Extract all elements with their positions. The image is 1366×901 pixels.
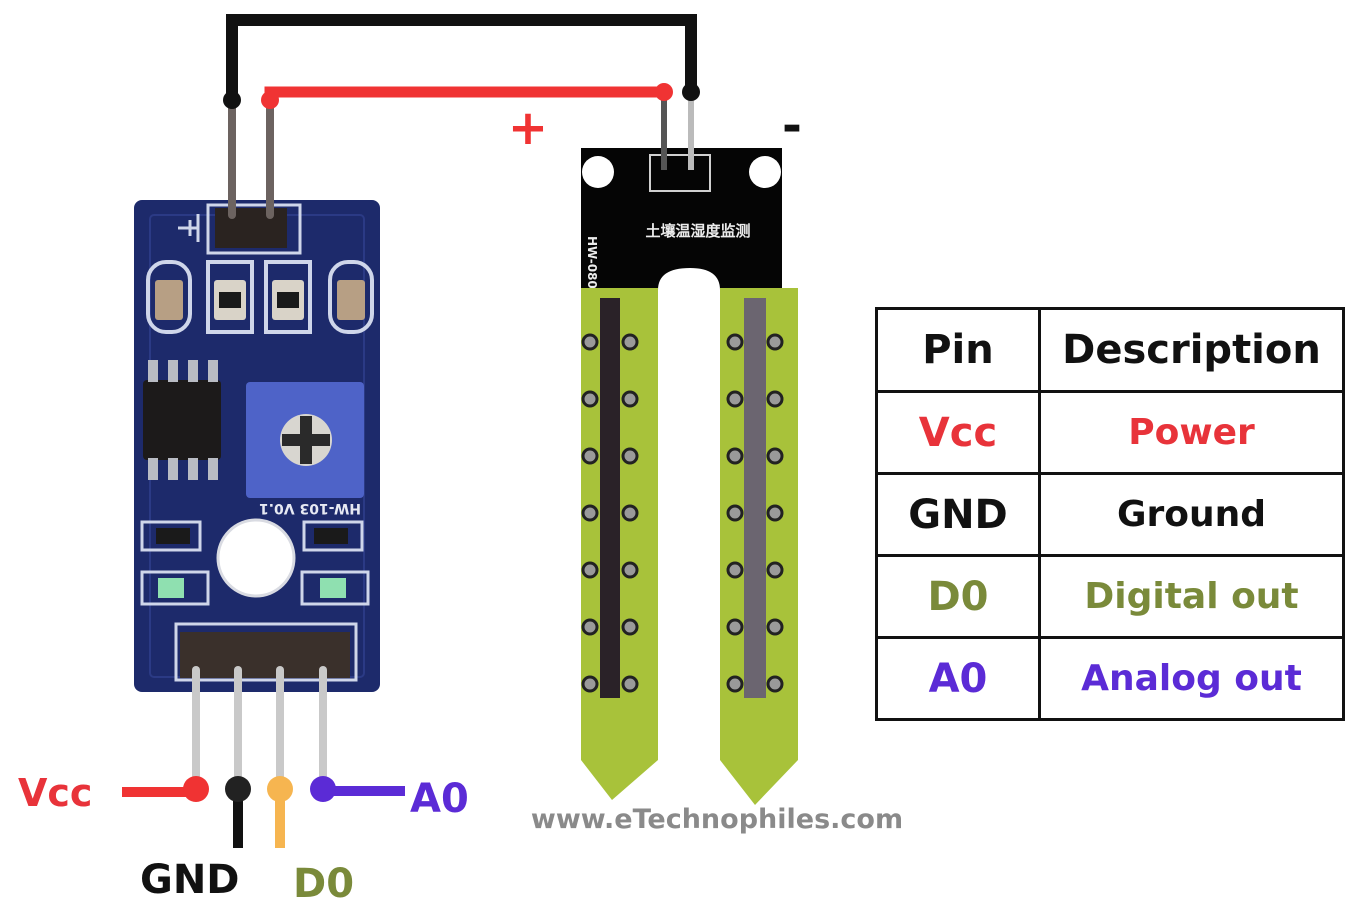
potentiometer[interactable] [246,382,364,498]
table-row: D0 Digital out [875,554,1345,639]
probe-pad [581,504,599,522]
probe-pad [621,561,639,579]
probe-pad [726,561,744,579]
probe-pad [621,675,639,693]
probe-trace-right [744,298,766,698]
probe-pad [726,447,744,465]
probe-pad [621,504,639,522]
probe-chinese-label: 土壤温湿度监测 [645,222,750,240]
resistor-103-a [219,292,241,308]
probe-pad [621,333,639,351]
table-row: A0 Analog out [875,636,1345,721]
probe-pad [766,561,784,579]
do-label: D0 [293,861,354,901]
description-cell: Ground [1038,472,1345,557]
switch-led [158,578,184,598]
probe-pad [726,504,744,522]
top-header-outline [206,203,302,255]
negative-wire [226,14,697,100]
gnd-label: GND [140,857,240,901]
probe-trace-left [600,298,620,698]
header-pin: Pin [875,307,1041,393]
probe-pad [726,333,744,351]
probe-pad [766,333,784,351]
website-watermark: www.eTechnophiles.com [531,804,903,835]
soil-probe: 土壤温湿度监测 HW-080 [581,92,798,805]
table-row: GND Ground [875,472,1345,557]
pin-description-table: Pin Description Vcc Power GND Ground D0 … [875,307,1345,721]
pin-cell: D0 [875,554,1041,639]
probe-pad [581,447,599,465]
probe-pad [581,618,599,636]
probe-model-label: HW-080 [585,236,599,289]
ground-symbol-icon [178,214,200,242]
resistor-102-b [314,528,348,544]
description-cell: Digital out [1038,554,1345,639]
ao-label: A0 [410,776,469,822]
probe-pad [621,618,639,636]
probe-head [581,148,782,290]
smd-row [146,260,374,334]
probe-hole-left [582,156,614,188]
probe-pad [726,675,744,693]
probe-pad [621,447,639,465]
sensor-module: HW-103 V0.1 [134,200,380,692]
probe-pad [581,675,599,693]
table-row: Vcc Power [875,390,1345,475]
pin-cell: A0 [875,636,1041,721]
probe-hole-right [749,156,781,188]
negative-sign: - [782,98,802,154]
resistor-102-a [156,528,190,544]
positive-sign: + [508,100,548,156]
positive-wire [264,86,664,100]
probe-pad [581,390,599,408]
pin-cell: GND [875,472,1041,557]
probe-pad [621,390,639,408]
header-description: Description [1038,307,1345,393]
probe-pad [726,618,744,636]
pin-cell: Vcc [875,390,1041,475]
bottom-wires [122,776,405,848]
probe-pad [766,618,784,636]
probe-pad [766,390,784,408]
probe-pad [766,504,784,522]
probe-pad [766,447,784,465]
module-pins [192,96,327,794]
description-cell: Power [1038,390,1345,475]
top-header [215,208,287,248]
vcc-label: Vcc [18,771,92,815]
table-header-row: Pin Description [875,307,1345,393]
probe-pad [726,390,744,408]
mounting-hole [216,518,296,598]
probe-pad [766,675,784,693]
power-led [320,578,346,598]
top-wires [223,14,700,109]
resistor-103-b [277,292,299,308]
probe-pad [581,561,599,579]
module-model-label: HW-103 V0.1 [259,500,361,516]
probe-pad [581,333,599,351]
description-cell: Analog out [1038,636,1345,721]
comparator-ic [143,360,221,480]
